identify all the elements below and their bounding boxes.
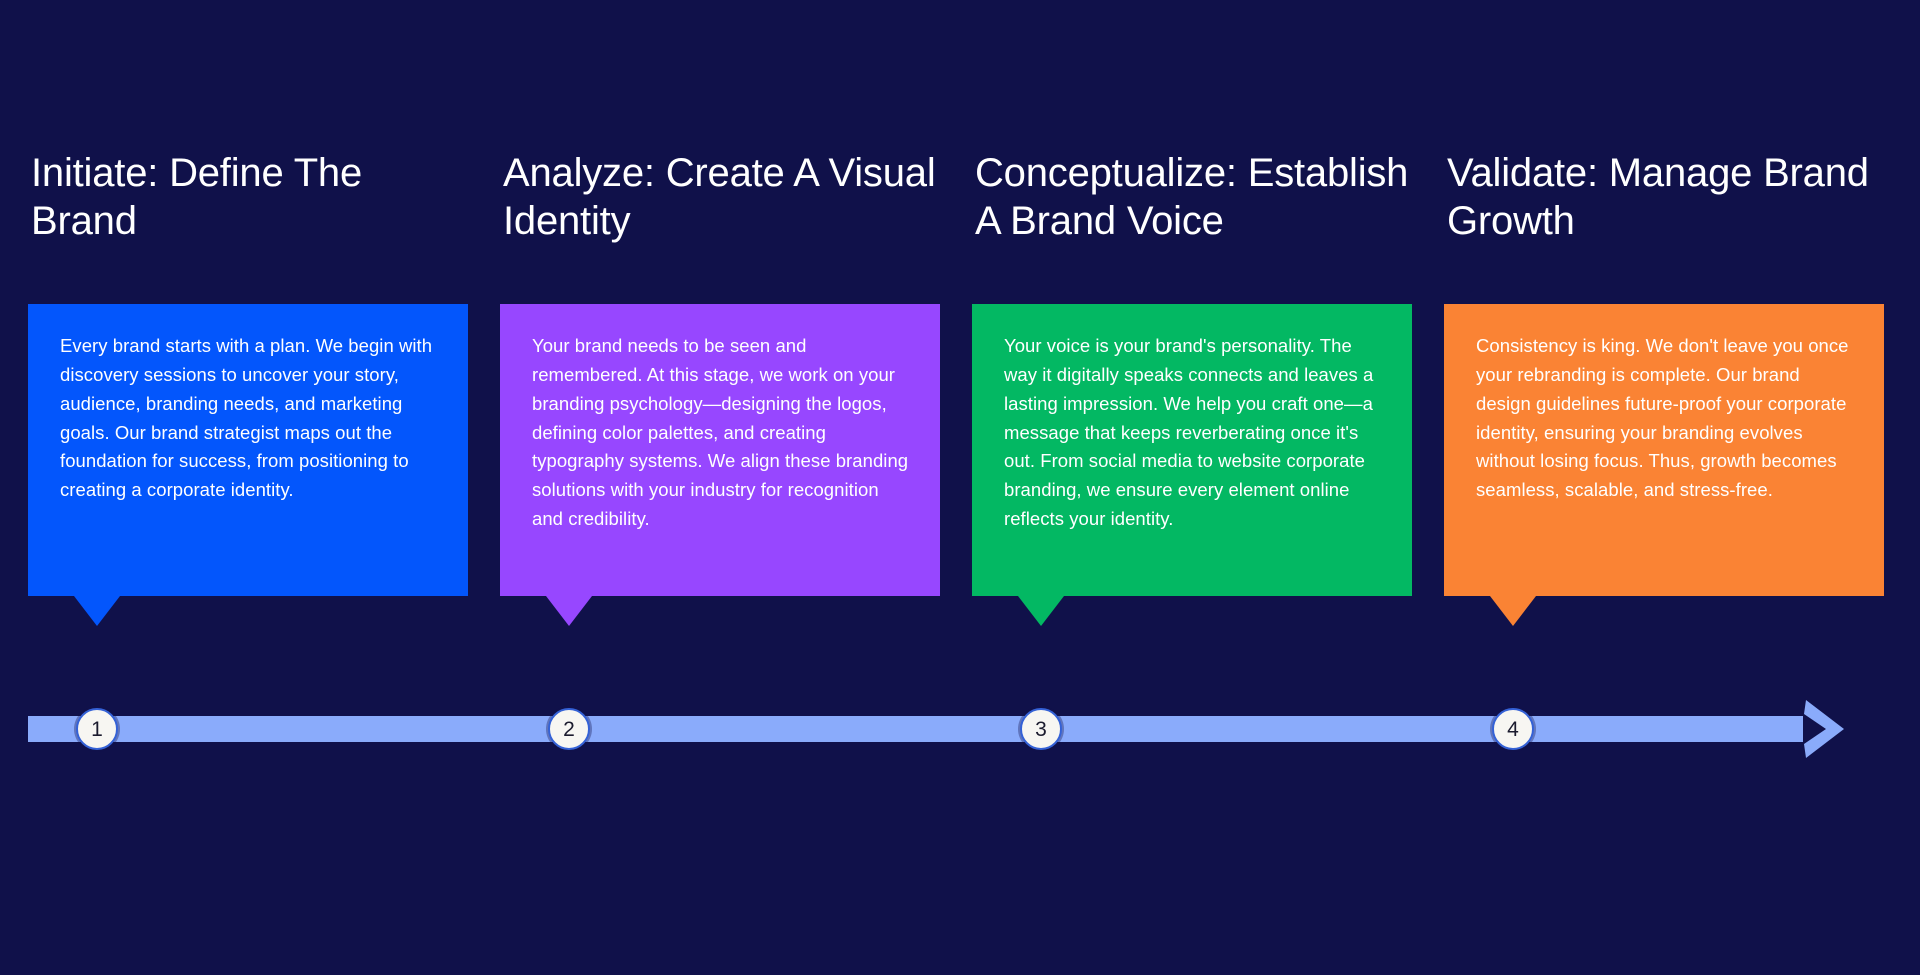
timeline-marker-3[interactable]: 3 — [1020, 708, 1062, 750]
process-timeline: 1 2 3 4 — [28, 694, 1896, 764]
step-heading-2: Analyze: Create A Visual Identity — [503, 151, 936, 243]
timeline-marker-label-4: 4 — [1507, 717, 1519, 741]
step-body-2: Your brand needs to be seen and remember… — [532, 335, 909, 530]
step-card-4: Consistency is king. We don't leave you … — [1444, 304, 1884, 596]
step-card-2: Your brand needs to be seen and remember… — [500, 304, 940, 596]
step-card-pointer-2 — [546, 596, 592, 626]
step-card-wrap-4: Consistency is king. We don't leave you … — [1444, 304, 1884, 626]
step-heading-3: Conceptualize: Establish A Brand Voice — [975, 151, 1409, 243]
step-card-pointer-4 — [1490, 596, 1536, 626]
timeline-marker-4[interactable]: 4 — [1492, 708, 1534, 750]
step-column-1: Initiate: Define The Brand Every brand s… — [28, 150, 468, 626]
step-body-3: Your voice is your brand's personality. … — [1004, 335, 1374, 530]
timeline-marker-label-3: 3 — [1035, 717, 1047, 741]
step-card-pointer-3 — [1018, 596, 1064, 626]
step-card-pointer-1 — [74, 596, 120, 626]
step-card-1: Every brand starts with a plan. We begin… — [28, 304, 468, 596]
timeline-bar — [28, 716, 1803, 742]
step-card-wrap-3: Your voice is your brand's personality. … — [972, 304, 1412, 626]
step-card-wrap-1: Every brand starts with a plan. We begin… — [28, 304, 468, 626]
step-body-1: Every brand starts with a plan. We begin… — [60, 335, 433, 501]
step-card-3: Your voice is your brand's personality. … — [972, 304, 1412, 596]
step-heading-4: Validate: Manage Brand Growth — [1447, 151, 1869, 243]
timeline-marker-1[interactable]: 1 — [76, 708, 118, 750]
steps-row: Initiate: Define The Brand Every brand s… — [28, 150, 1892, 626]
timeline-marker-label-2: 2 — [563, 717, 575, 741]
timeline-marker-2[interactable]: 2 — [548, 708, 590, 750]
step-heading-1: Initiate: Define The Brand — [31, 151, 363, 243]
step-column-3: Conceptualize: Establish A Brand Voice Y… — [972, 150, 1412, 626]
step-column-4: Validate: Manage Brand Growth Consistenc… — [1444, 150, 1884, 626]
step-column-2: Analyze: Create A Visual Identity Your b… — [500, 150, 940, 626]
step-body-4: Consistency is king. We don't leave you … — [1476, 335, 1849, 501]
timeline-marker-label-1: 1 — [91, 717, 103, 741]
arrow-right-icon — [1780, 694, 1850, 764]
step-card-wrap-2: Your brand needs to be seen and remember… — [500, 304, 940, 626]
